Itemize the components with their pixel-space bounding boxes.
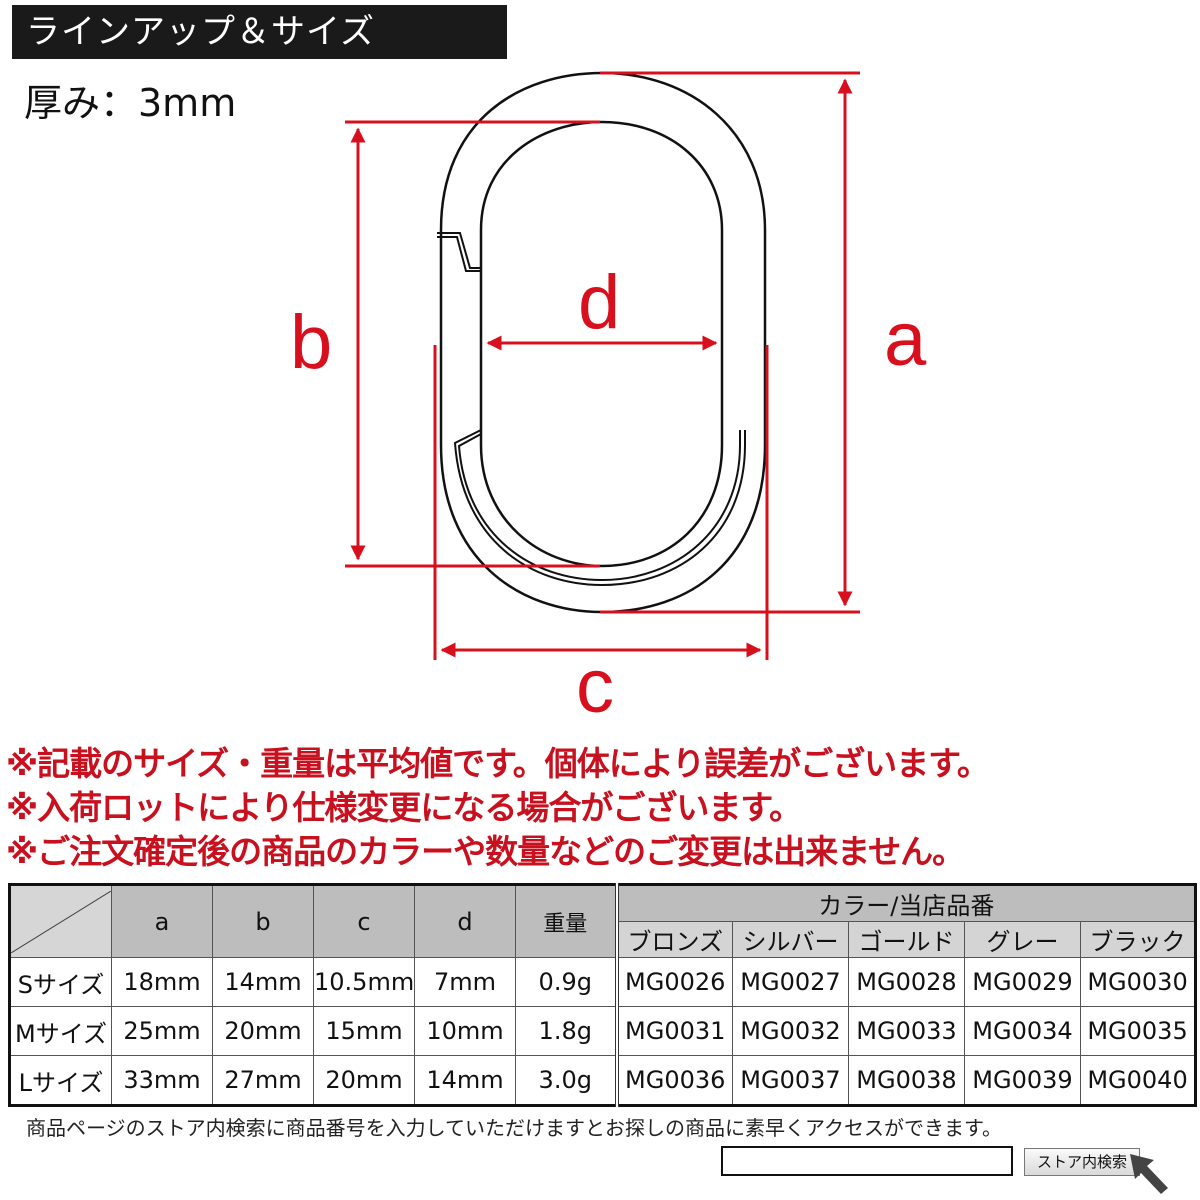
cell-code: MG0039 xyxy=(964,1055,1081,1106)
cell-code: MG0037 xyxy=(732,1055,849,1106)
arrow-cursor-icon xyxy=(1130,1154,1168,1194)
cell-b: 14mm xyxy=(212,957,314,1007)
cell-code: MG0034 xyxy=(964,1006,1081,1056)
size-spec-table: a b c d 重量 カラー/当店品番 ブロンズ シルバー ゴールド グレー ブ… xyxy=(8,883,1198,1107)
dimension-lines xyxy=(345,71,860,660)
table-row: Lサイズ 33mm 27mm 20mm 14mm 3.0g MG0036 MG0… xyxy=(9,1055,1197,1106)
cell-a: 33mm xyxy=(111,1055,213,1106)
cell-d: 7mm xyxy=(414,957,516,1007)
store-search-button[interactable]: ストア内検索 xyxy=(1024,1148,1140,1176)
cell-d: 14mm xyxy=(414,1055,516,1106)
color-header: カラー/当店品番 xyxy=(614,884,1197,922)
cell-code: MG0035 xyxy=(1079,1006,1197,1056)
store-search-input[interactable] xyxy=(721,1146,1013,1176)
color-bronze: ブロンズ xyxy=(614,921,733,958)
cell-c: 20mm xyxy=(313,1055,415,1106)
label-c: c xyxy=(576,644,614,729)
table-row: Mサイズ 25mm 20mm 15mm 10mm 1.8g MG0031 MG0… xyxy=(9,1006,1197,1056)
row-label: Sサイズ xyxy=(9,957,112,1007)
col-header-b: b xyxy=(212,884,314,958)
label-d: d xyxy=(578,260,620,345)
cell-c: 15mm xyxy=(313,1006,415,1056)
cell-code: MG0029 xyxy=(964,957,1081,1007)
row-label: Mサイズ xyxy=(9,1006,112,1056)
corner-cell xyxy=(9,884,112,958)
col-header-weight: 重量 xyxy=(515,884,617,958)
cell-d: 10mm xyxy=(414,1006,516,1056)
cell-weight: 1.8g xyxy=(515,1006,617,1056)
ring-diagram: a b c d xyxy=(290,71,927,729)
color-gray: グレー xyxy=(964,921,1081,958)
cell-code: MG0031 xyxy=(614,1006,733,1056)
cell-code: MG0026 xyxy=(614,957,733,1007)
cell-code: MG0027 xyxy=(732,957,849,1007)
color-silver: シルバー xyxy=(732,921,849,958)
label-a: a xyxy=(884,297,927,382)
note-item: ※記載のサイズ・重量は平均値です。個体により誤差がございます。 xyxy=(6,744,990,783)
row-label: Lサイズ xyxy=(9,1055,112,1106)
cell-weight: 3.0g xyxy=(515,1055,617,1106)
split-ring-outline xyxy=(439,71,767,614)
cell-code: MG0033 xyxy=(848,1006,965,1056)
search-hint: 商品ページのストア内検索に商品番号を入力していただけますとお探しの商品に素早くア… xyxy=(26,1116,1002,1140)
note-item: ※ご注文確定後の商品のカラーや数量などのご変更は出来ません。 xyxy=(6,832,965,871)
cell-code: MG0028 xyxy=(848,957,965,1007)
cell-code: MG0032 xyxy=(732,1006,849,1056)
dimension-labels: a b c d xyxy=(290,260,927,729)
color-gold: ゴールド xyxy=(848,921,965,958)
col-header-d: d xyxy=(414,884,516,958)
col-header-a: a xyxy=(111,884,213,958)
cell-code: MG0030 xyxy=(1079,957,1197,1007)
cell-c: 10.5mm xyxy=(313,957,415,1007)
thickness-label: 厚み：3mm xyxy=(24,81,237,125)
cell-b: 20mm xyxy=(212,1006,314,1056)
cell-weight: 0.9g xyxy=(515,957,617,1007)
label-b: b xyxy=(290,300,332,385)
color-black: ブラック xyxy=(1079,921,1197,958)
cell-code: MG0036 xyxy=(614,1055,733,1106)
cell-code: MG0038 xyxy=(848,1055,965,1106)
cell-code: MG0040 xyxy=(1079,1055,1197,1106)
cell-a: 18mm xyxy=(111,957,213,1007)
split-gap xyxy=(437,232,746,587)
col-header-c: c xyxy=(313,884,415,958)
section-title: ラインアップ＆サイズ xyxy=(12,5,507,59)
table-row: Sサイズ 18mm 14mm 10.5mm 7mm 0.9g MG0026 MG… xyxy=(9,957,1197,1007)
cell-b: 27mm xyxy=(212,1055,314,1106)
notes-list: ※記載のサイズ・重量は平均値です。個体により誤差がございます。 ※入荷ロットによ… xyxy=(6,742,1200,874)
note-item: ※入荷ロットにより仕様変更になる場合がございます。 xyxy=(6,788,802,827)
cell-a: 25mm xyxy=(111,1006,213,1056)
